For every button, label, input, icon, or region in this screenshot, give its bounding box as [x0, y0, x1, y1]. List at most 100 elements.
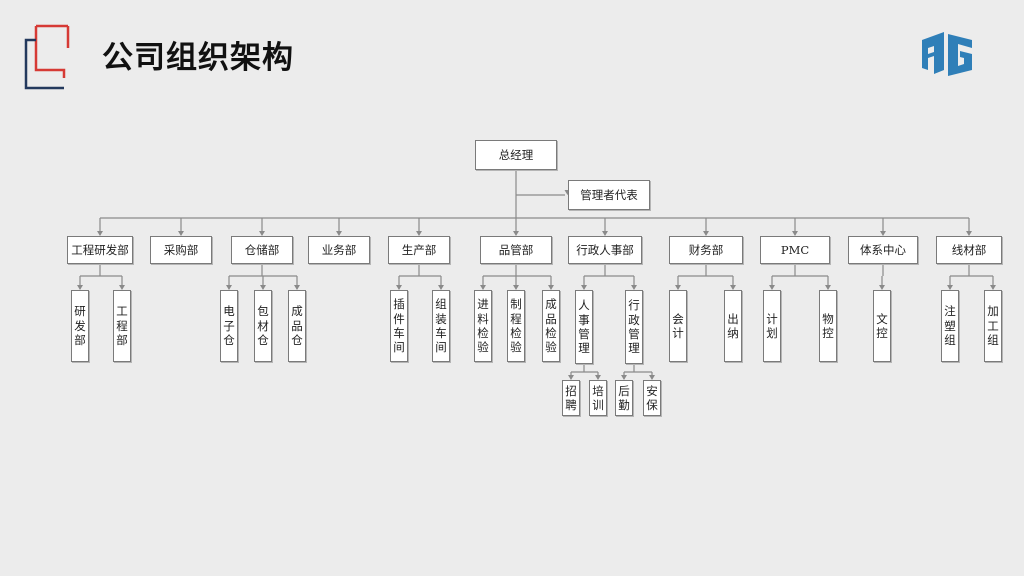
box-char: 仓 — [291, 333, 303, 348]
box-char: 间 — [393, 340, 405, 355]
arrow-to-third-icon — [595, 375, 601, 380]
box-char: 纳 — [727, 326, 739, 340]
box-dept-sys: 体系中心 — [848, 236, 918, 264]
arrow-to-fin-icon — [703, 231, 709, 236]
box-char: 管 — [578, 327, 590, 341]
box-char: 部 — [116, 333, 128, 348]
box-char: 料 — [477, 311, 489, 326]
box-char: 工 — [116, 304, 128, 319]
box-char: 保 — [646, 398, 658, 412]
box-char: 程 — [116, 318, 128, 333]
box-char: 理 — [578, 341, 590, 356]
box-sub-pmc-0: 计划 — [763, 290, 781, 362]
box-char: 车 — [393, 326, 405, 340]
box-char: 制 — [510, 297, 522, 312]
box-sub-store-1: 包材仓 — [254, 290, 272, 362]
arrow-to-sub-icon — [260, 285, 266, 290]
box-third-admin-1: 安保 — [643, 380, 661, 416]
box-char: 划 — [766, 326, 778, 340]
box-char: 成 — [545, 297, 557, 312]
arrow-to-sub-icon — [581, 285, 587, 290]
arrow-to-sub-icon — [825, 285, 831, 290]
box-char: 行 — [628, 298, 640, 313]
box-char: 检 — [477, 326, 489, 340]
box-dept-store: 仓储部 — [231, 236, 293, 264]
box-sub-qc-0: 进料检验 — [474, 290, 492, 362]
box-char: 出 — [727, 311, 739, 326]
box-dept-fin: 财务部 — [669, 236, 743, 264]
box-dept-admin: 行政人事部 — [568, 236, 642, 264]
box-char: 理 — [628, 341, 640, 356]
arrow-to-sub-icon — [438, 285, 444, 290]
arrow-to-qc-icon — [513, 231, 519, 236]
arrow-to-sub-icon — [675, 285, 681, 290]
arrow-to-sub-icon — [631, 285, 637, 290]
arrow-to-eng-icon — [97, 231, 103, 236]
box-char: 会 — [672, 311, 684, 326]
box-sub-fin-1: 出纳 — [724, 290, 742, 362]
arrow-to-sales-icon — [336, 231, 342, 236]
box-char: 勤 — [618, 398, 630, 412]
arrow-to-prod-icon — [416, 231, 422, 236]
box-sub-prod-1: 组装车间 — [432, 290, 450, 362]
box-sub-qc-2: 成品检验 — [542, 290, 560, 362]
box-sub-store-2: 成品仓 — [288, 290, 306, 362]
box-char: 品 — [545, 311, 557, 326]
box-char: 物 — [822, 311, 834, 326]
box-char: 管 — [628, 327, 640, 341]
arrow-to-third-icon — [621, 375, 627, 380]
arrow-to-sub-icon — [396, 285, 402, 290]
box-sub-eng-1: 工程部 — [113, 290, 131, 362]
box-char: 计 — [672, 326, 684, 340]
arrow-to-sys-icon — [880, 231, 886, 236]
box-char: 验 — [510, 340, 522, 355]
arrow-to-third-icon — [568, 375, 574, 380]
box-char: 验 — [477, 340, 489, 355]
arrow-to-sub-icon — [480, 285, 486, 290]
box-dept-eng: 工程研发部 — [67, 236, 133, 264]
box-char: 控 — [822, 326, 834, 340]
box-char: 研 — [74, 304, 86, 319]
company-logo-icon — [922, 32, 972, 76]
arrow-to-sub-icon — [548, 285, 554, 290]
box-ceo: 总经理 — [475, 140, 557, 170]
box-sub-admin-0: 人事管理 — [575, 290, 593, 364]
arrow-to-store-icon — [259, 231, 265, 236]
box-char: 组 — [944, 333, 956, 348]
box-char: 装 — [435, 311, 447, 326]
page-title: 公司组织架构 — [102, 40, 294, 76]
box-char: 检 — [510, 326, 522, 340]
box-sub-pmc-1: 物控 — [819, 290, 837, 362]
box-char: 插 — [393, 297, 405, 312]
box-sub-wire-0: 注塑组 — [941, 290, 959, 362]
arrow-to-sub-icon — [730, 285, 736, 290]
box-third-admin-0: 后勤 — [615, 380, 633, 416]
box-third-hr-1: 培训 — [589, 380, 607, 416]
box-sub-fin-0: 会计 — [669, 290, 687, 362]
box-char: 材 — [257, 318, 269, 333]
box-char: 部 — [74, 333, 86, 348]
arrow-to-sub-icon — [769, 285, 775, 290]
box-char: 加 — [987, 304, 999, 319]
box-char: 人 — [578, 298, 590, 313]
box-sub-store-0: 电子仓 — [220, 290, 238, 362]
box-char: 招 — [565, 383, 577, 398]
box-char: 计 — [766, 311, 778, 326]
box-char: 文 — [876, 311, 888, 326]
box-char: 子 — [223, 318, 235, 333]
box-char: 组 — [435, 297, 447, 312]
box-char: 件 — [393, 311, 405, 326]
box-char: 成 — [291, 304, 303, 319]
box-third-hr-0: 招聘 — [562, 380, 580, 416]
arrow-to-sub-icon — [294, 285, 300, 290]
arrow-to-sub-icon — [119, 285, 125, 290]
box-dept-pmc: PMC — [760, 236, 830, 264]
box-sub-admin-1: 行政管理 — [625, 290, 643, 364]
box-char: 政 — [628, 312, 640, 327]
bracket-logo-icon — [24, 24, 70, 90]
box-char: 发 — [74, 318, 86, 333]
box-char: 安 — [646, 383, 658, 398]
arrow-to-sub-icon — [513, 285, 519, 290]
box-char: 检 — [545, 326, 557, 340]
